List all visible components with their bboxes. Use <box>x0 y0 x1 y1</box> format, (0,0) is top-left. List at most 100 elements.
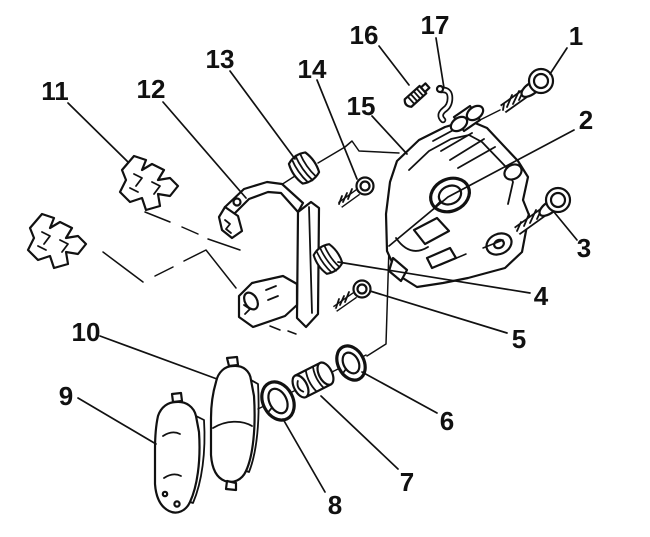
bolt-threads <box>338 188 353 205</box>
bolt-3-axis-dash <box>482 239 504 249</box>
guide-pin-bushing-4 <box>312 243 344 275</box>
bracket-lug-serration <box>243 304 251 315</box>
lug-axis-dash <box>287 330 297 335</box>
callout-label-3: 3 <box>577 233 591 263</box>
callout-leader-5 <box>369 290 508 334</box>
callout-label-15: 15 <box>347 91 376 121</box>
sleeve-ribs <box>304 365 325 393</box>
callout-label-5: 5 <box>512 324 526 354</box>
boot-gap-mark <box>266 406 274 415</box>
bracket-clip-hole <box>232 197 242 207</box>
clip-align-line <box>207 238 241 251</box>
bushing-ribs <box>290 152 318 184</box>
caliper-window <box>412 216 451 246</box>
hose-clip-curve-fill <box>439 88 452 122</box>
pad-seam <box>212 420 253 429</box>
bolt-head-center <box>359 180 371 192</box>
callout-label-17: 17 <box>421 10 450 40</box>
brake-pad-outer-9 <box>153 391 206 514</box>
hose-clip-eye <box>435 84 445 94</box>
bolt-head-center <box>356 283 368 295</box>
inlet-sleeve <box>449 104 485 133</box>
callout-leader-1 <box>549 47 568 75</box>
caliper-bore-arc <box>395 237 429 252</box>
lug-axis-dash <box>269 325 281 331</box>
bushing-ribs <box>315 244 341 274</box>
pin-boot-8 <box>260 380 296 422</box>
mounting-bolt-3 <box>514 186 572 236</box>
callout-leader-10 <box>99 335 218 380</box>
sleeve-end <box>449 115 469 133</box>
caliper-foot <box>387 256 409 283</box>
caliper-fins <box>432 126 496 169</box>
bolt-threads <box>335 291 350 309</box>
sleeve-opening <box>465 104 485 122</box>
callout-leader-2 <box>388 129 575 247</box>
callout-label-2: 2 <box>579 105 593 135</box>
bracket-pin-boss <box>243 291 259 311</box>
pad-retainer-clip-lower <box>26 212 88 270</box>
bolt-head-center <box>549 191 567 209</box>
phantom-overlay-lines <box>269 239 504 335</box>
callout-leader-11 <box>67 102 129 163</box>
pad-tab-top <box>170 391 184 404</box>
brake-pad-inner-10 <box>209 355 260 492</box>
callout-label-12: 12 <box>137 74 166 104</box>
clip-align-line <box>183 249 237 289</box>
callout-leader-17 <box>435 37 445 89</box>
guide-pin-bolt-14 <box>337 176 375 208</box>
bracket-lower-lug <box>237 274 299 329</box>
clip-align-dash <box>154 266 174 277</box>
callout-leader-8 <box>282 418 326 493</box>
callout-label-6: 6 <box>440 406 454 436</box>
guide-pin-bushing-13 <box>287 151 321 185</box>
guide-pin-axis-phantom <box>366 246 390 357</box>
clip-align-line <box>144 211 171 223</box>
callout-label-14: 14 <box>298 54 327 84</box>
pad-wear-arc <box>162 431 181 437</box>
caliper-body <box>384 104 531 289</box>
callout-leader-lines <box>67 37 578 493</box>
boot-gap-mark <box>341 367 348 376</box>
callout-label-13: 13 <box>206 44 235 74</box>
caliper-witness-zigzag <box>317 140 400 164</box>
pad-rivet <box>173 500 181 508</box>
clip-bend-line <box>151 181 161 195</box>
pad-backplate-edge <box>245 379 260 473</box>
mounting-bolt-1 <box>500 67 555 114</box>
callout-leader-6 <box>361 371 438 414</box>
pad-tab-top <box>225 355 240 368</box>
callout-label-10: 10 <box>72 317 101 347</box>
clip-bend-line <box>41 231 51 245</box>
clip-bend-line <box>59 239 69 253</box>
bolt-3-axis-dash <box>439 253 467 266</box>
pad-outline <box>153 400 201 514</box>
pad-backplate-edge <box>189 415 206 504</box>
callout-leader-9 <box>77 397 157 445</box>
boot-inner <box>267 387 289 415</box>
callout-leader-15 <box>371 115 408 155</box>
clip-bend-line <box>37 245 47 251</box>
boot-inner <box>341 351 361 375</box>
callout-leader-16 <box>378 45 410 86</box>
bleeder-valve-16 <box>403 82 431 108</box>
callout-label-9: 9 <box>59 381 73 411</box>
caliper-upper-boss <box>503 163 523 181</box>
callout-label-8: 8 <box>328 490 342 520</box>
pad-rivet <box>161 490 169 498</box>
pad-tab-bottom <box>224 479 238 492</box>
guide-pin-bolt-5 <box>332 279 372 312</box>
clip-align-line <box>102 251 144 283</box>
pin-boot-6 <box>335 344 367 382</box>
clip-align-dash <box>181 226 199 235</box>
sleeve-end <box>291 374 310 399</box>
bleeder-ribs <box>406 87 425 105</box>
bracket-lug-hatch <box>265 285 279 301</box>
bracket-left-hook <box>217 205 244 240</box>
bracket-serration <box>224 219 232 234</box>
bracket-vertical-bar <box>295 200 321 329</box>
pad-wear-arc <box>163 473 182 479</box>
callout-leader-12 <box>162 101 247 199</box>
